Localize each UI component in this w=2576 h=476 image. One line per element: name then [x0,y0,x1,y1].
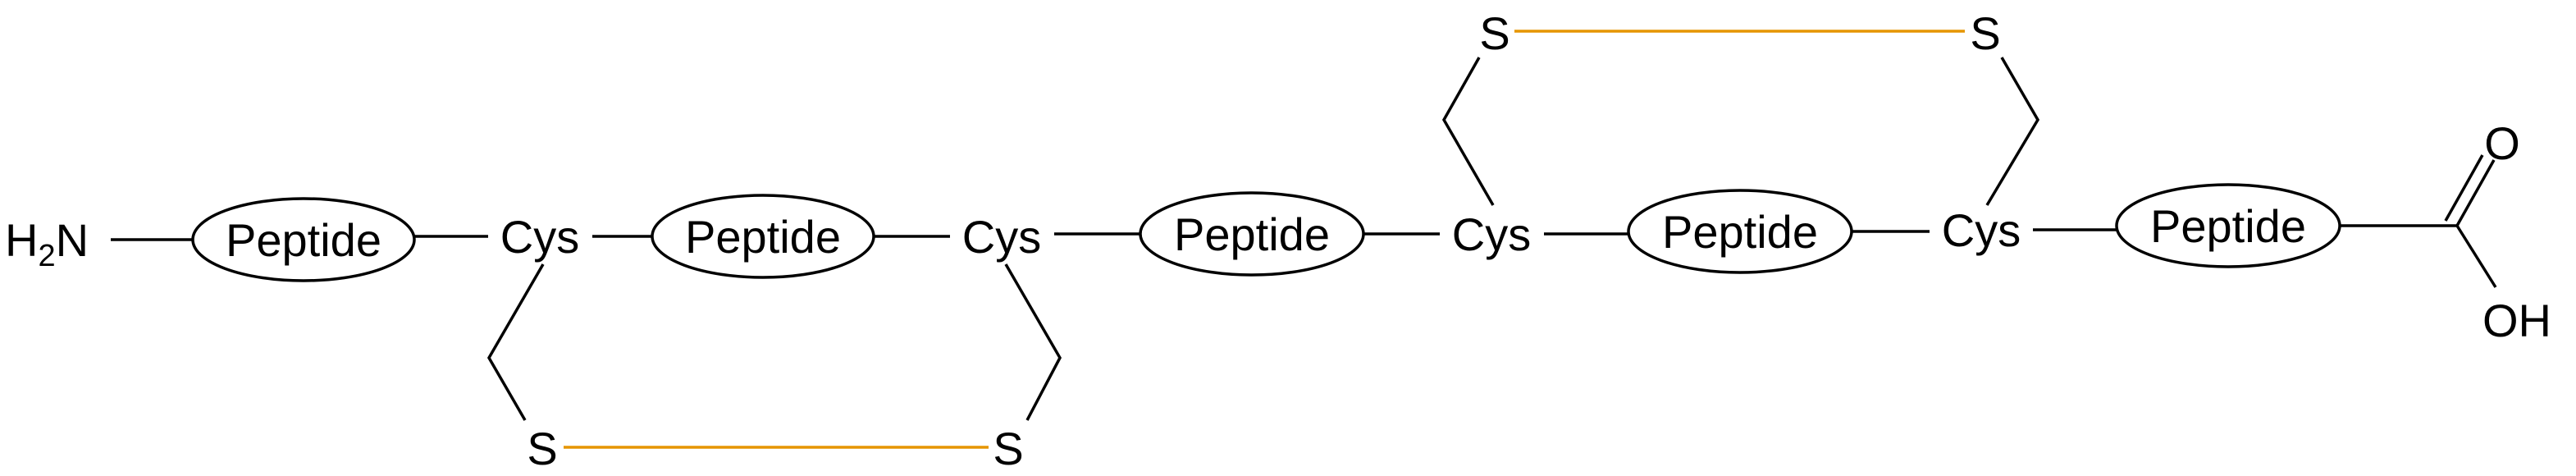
sulfur-atom-4: S [1970,7,2000,59]
bond-c-o-double-b [2444,154,2484,222]
peptide-segment-1: Peptide [191,197,416,282]
carbonyl-oxygen: O [2484,117,2520,169]
n-terminus-label: H2N [5,214,89,273]
peptide-segment-4: Peptide [1627,189,1853,274]
peptide-label-1: Peptide [226,214,381,266]
peptide-label-5: Peptide [2150,200,2306,252]
disulfide-bridge-1: S S [486,263,1062,474]
bridge-2-left-arm [1441,57,1495,206]
cys-residue-1: Cys [500,211,579,263]
bond-c-oh [2455,225,2497,288]
carboxyl-group: O OH [2444,117,2551,346]
peptide-oval-4 [1627,189,1853,274]
peptide-label-4: Peptide [1662,206,1818,258]
bridge-2-right-arm [1985,57,2040,206]
bridge-1-left-arm [486,263,545,421]
peptide-oval-1 [191,197,416,282]
sulfur-atom-1: S [527,423,557,474]
cys-residue-2: Cys [962,211,1041,263]
peptide-label-3: Peptide [1174,208,1330,260]
peptide-segment-3: Peptide [1139,191,1365,277]
peptide-oval-3 [1139,191,1365,277]
peptide-segment-5: Peptide [2115,183,2341,268]
peptide-segment-2: Peptide [651,194,875,279]
backbone-bonds [111,224,2457,241]
peptide-oval-2 [651,194,875,279]
disulfide-bridge-2: S S [1441,7,2040,206]
sulfur-atom-2: S [993,423,1023,474]
bond-c-o-double-a [2455,159,2496,227]
peptide-label-2: Peptide [685,211,841,263]
cys-residue-3: Cys [1452,208,1531,260]
sulfur-atom-3: S [1479,7,1510,59]
bridge-1-right-arm [1004,263,1062,421]
cys-residue-4: Cys [1942,204,2021,256]
peptide-oval-5 [2115,183,2341,268]
hydroxyl-group: OH [2482,295,2551,346]
